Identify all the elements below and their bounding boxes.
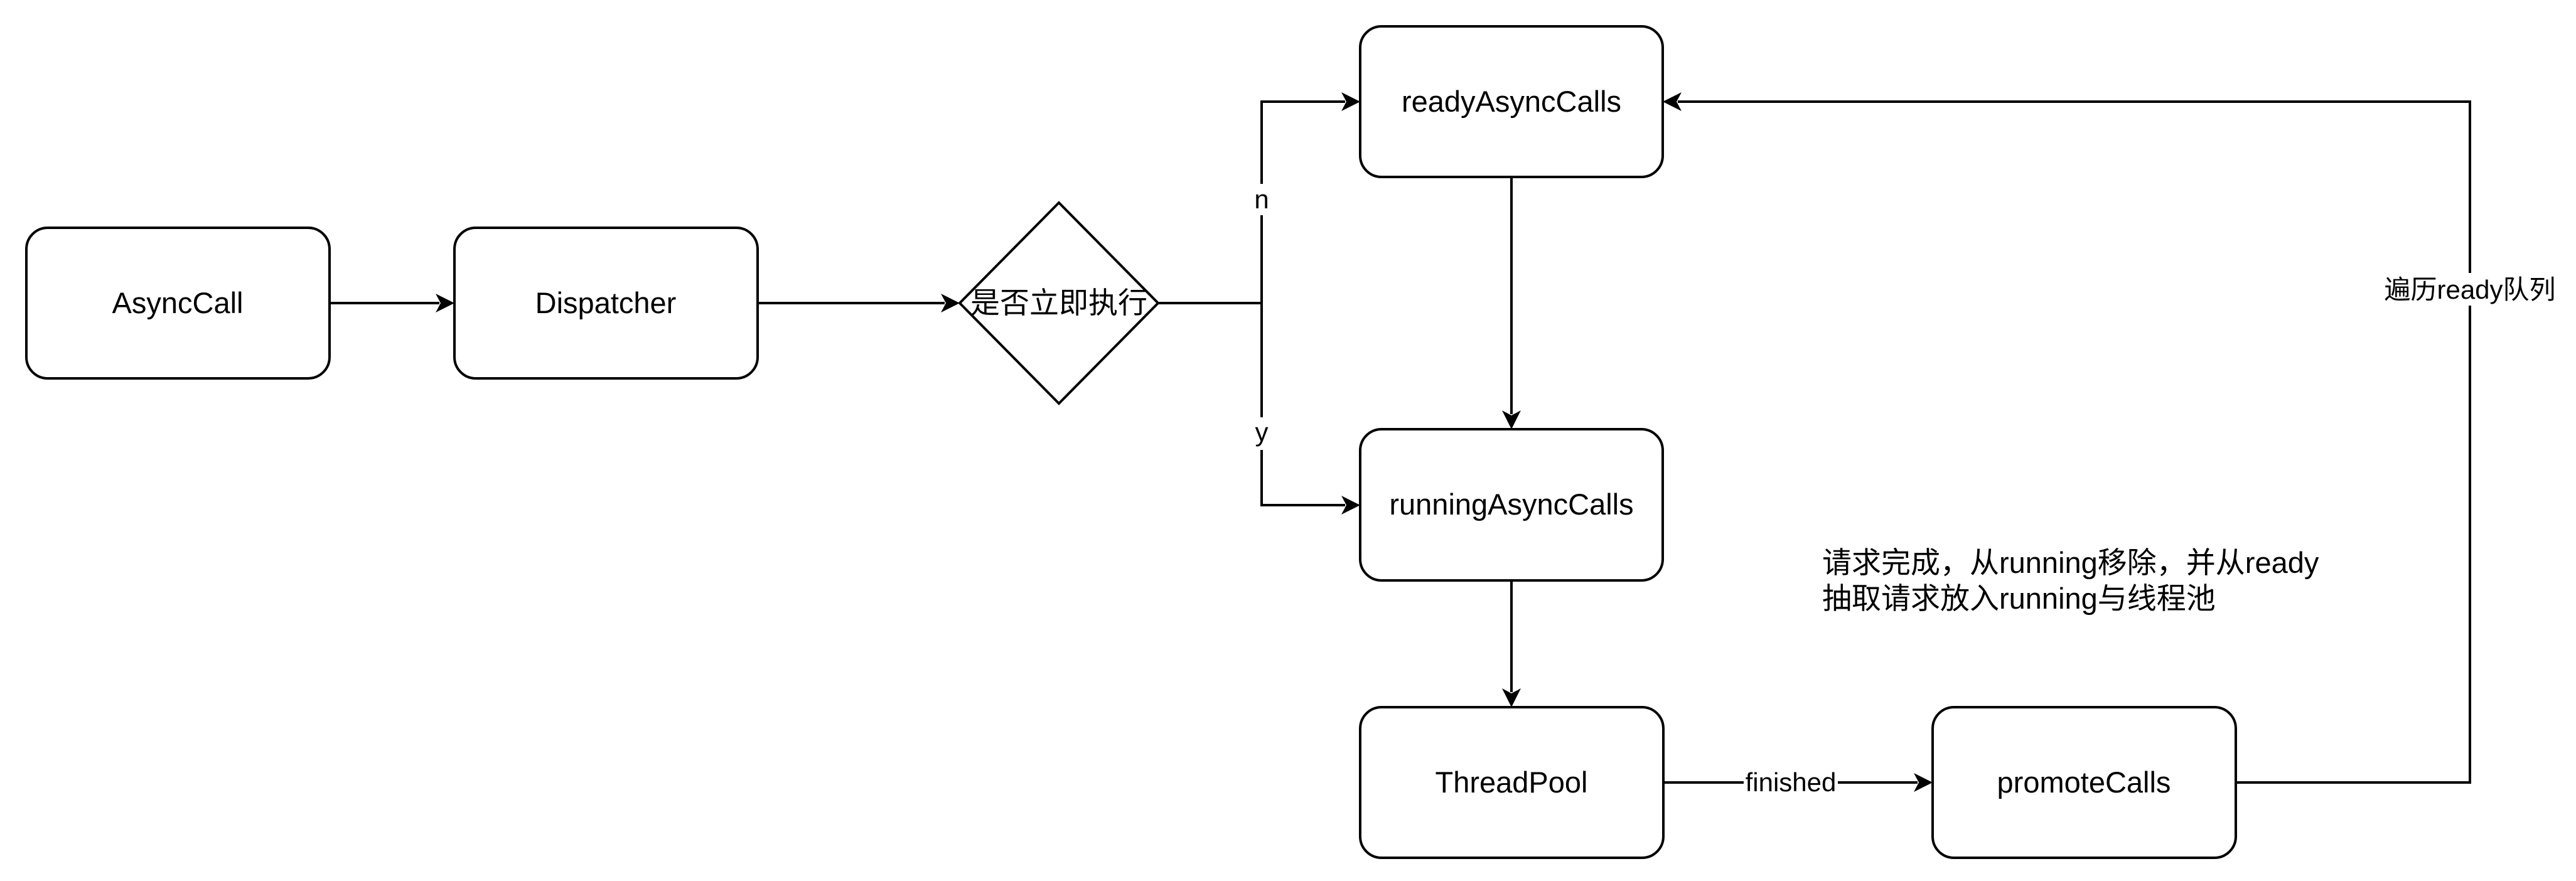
node-promote-calls-label: promoteCalls [1997, 766, 2171, 799]
node-thread-pool-label: ThreadPool [1436, 766, 1588, 799]
edge-labels: n y finished 遍历ready队列 [1249, 184, 2565, 798]
arrow-decision-to-running [1341, 496, 1360, 515]
node-asynccall: AsyncCall [25, 227, 331, 380]
node-promote-calls: promoteCalls [1931, 706, 2237, 859]
label-yes: y [1255, 417, 1269, 447]
node-asynccall-label: AsyncCall [112, 286, 244, 319]
node-ready-async-calls-label: readyAsyncCalls [1402, 85, 1621, 118]
arrow-threadpool-to-promote [1914, 773, 1933, 792]
arrow-ready-to-running [1502, 410, 1521, 429]
edge-decision-to-running [1260, 303, 1345, 506]
arrow-asynccall-to-dispatcher [436, 294, 454, 312]
label-no: n [1254, 184, 1269, 214]
label-finished: finished [1746, 767, 1837, 797]
node-ready-async-calls: readyAsyncCalls [1359, 25, 1664, 178]
arrow-promote-to-ready [1663, 92, 1682, 111]
arrow-decision-to-ready [1341, 92, 1360, 111]
node-running-async-calls-label: runningAsyncCalls [1389, 488, 1633, 521]
edge-promote-to-ready [1678, 100, 2471, 784]
node-decision-label: 是否立即执行 [970, 286, 1147, 319]
node-dispatcher-label: Dispatcher [535, 286, 677, 319]
node-thread-pool: ThreadPool [1359, 706, 1665, 859]
label-traverse-ready: 遍历ready队列 [2384, 275, 2555, 304]
arrow-running-to-threadpool [1502, 688, 1521, 707]
note: 请求完成，从running移除，并从ready 抽取请求放入running与线程… [1822, 546, 2319, 615]
node-dispatcher: Dispatcher [453, 227, 759, 380]
node-running-async-calls: runningAsyncCalls [1359, 428, 1664, 582]
note-line-1: 请求完成，从running移除，并从ready [1822, 546, 2319, 579]
node-decision: 是否立即执行 [958, 201, 1160, 405]
note-line-2: 抽取请求放入running与线程池 [1822, 582, 2216, 615]
arrow-dispatcher-to-decision [941, 294, 960, 312]
